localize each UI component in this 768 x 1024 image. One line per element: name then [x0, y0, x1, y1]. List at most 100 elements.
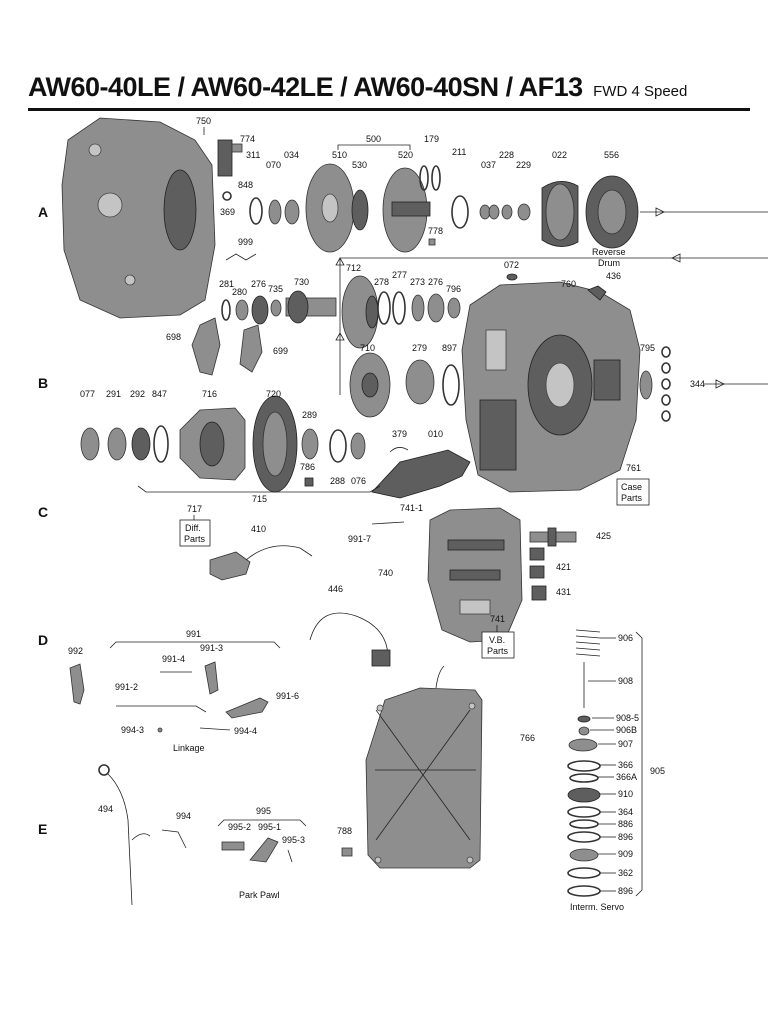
- part-label-425: 425: [596, 531, 611, 541]
- part-label-991-3: 991-3: [200, 643, 223, 653]
- part-label-991: 991: [186, 629, 201, 639]
- part-label-344: 344: [690, 379, 705, 389]
- part-label-795: 795: [640, 343, 655, 353]
- part-label-995-2: 995-2: [228, 822, 251, 832]
- part-label-500: 500: [366, 134, 381, 144]
- part-label-530: 530: [352, 160, 367, 170]
- differential-bearing-set-part: [80, 425, 169, 463]
- part-label-991-6: 991-6: [276, 691, 299, 701]
- part-label-431: 431: [556, 587, 571, 597]
- part-label-848: 848: [238, 180, 253, 190]
- part-label-896: 896: [618, 832, 633, 842]
- spring-wire-part: [225, 253, 257, 261]
- page-title: AW60-40LE / AW60-42LE / AW60-40SN / AF13…: [28, 72, 687, 103]
- part-label-715: 715: [252, 494, 267, 504]
- part-label-699: 699: [273, 346, 288, 356]
- part-label-076: 076: [351, 476, 366, 486]
- part-label-277: 277: [392, 270, 407, 280]
- part-label-279: 279: [412, 343, 427, 353]
- part-label-366a: 366A: [616, 772, 637, 782]
- caption-case-2: Parts: [621, 493, 643, 503]
- caption-park-pawl: Park Pawl: [239, 890, 280, 900]
- part-label-281: 281: [219, 279, 234, 289]
- clutch-parts-small: [479, 203, 531, 221]
- model-subtitle: FWD 4 Speed: [593, 83, 688, 100]
- side-bearing-set-part: [301, 428, 366, 463]
- drain-plug-part-788: [341, 847, 353, 857]
- row-label-c: C: [38, 504, 48, 520]
- seal-rings-part: [419, 165, 441, 191]
- brake-band-part: [541, 181, 579, 247]
- pawl-shaft-part: [221, 841, 245, 851]
- linkage-lever-part-991-3: [204, 661, 219, 695]
- part-label-311: 311: [246, 150, 260, 160]
- part-label-994-3: 994-3: [121, 725, 144, 735]
- part-label-910: 910: [618, 789, 633, 799]
- spring-clip-part-379: [389, 447, 409, 453]
- part-label-796: 796: [446, 284, 461, 294]
- part-label-992: 992: [68, 646, 83, 656]
- part-label-072: 072: [504, 260, 519, 270]
- differential-case-part: [179, 407, 246, 481]
- caption-diff-1: Diff.: [185, 523, 201, 533]
- o-ring-set-344: [661, 346, 671, 422]
- small-ring-set-part: [221, 295, 282, 325]
- reverse-drum-part: [585, 175, 639, 249]
- part-label-716: 716: [202, 389, 217, 399]
- detent-lever-part-992: [69, 663, 85, 705]
- valve-body-part: [427, 507, 523, 643]
- bracket-part-436: [587, 285, 607, 301]
- dipstick-tube-part-494: [98, 764, 151, 906]
- oil-strainer-part-010: [371, 449, 471, 499]
- part-label-735: 735: [268, 284, 283, 294]
- part-label-364: 364: [618, 807, 633, 817]
- part-label-278: 278: [374, 277, 389, 287]
- part-label-362: 362: [618, 868, 633, 878]
- row-label-e: E: [38, 821, 47, 837]
- part-label-909: 909: [618, 849, 633, 859]
- part-label-760: 760: [561, 279, 576, 289]
- small-bushing-part: [506, 273, 518, 281]
- part-label-847: 847: [152, 389, 167, 399]
- caption-diff-2: Parts: [184, 534, 206, 544]
- solenoid-pair-part-421: [529, 547, 545, 579]
- part-label-766: 766: [520, 733, 535, 743]
- part-label-229: 229: [516, 160, 531, 170]
- part-label-741-1: 741-1: [400, 503, 423, 513]
- seal-ring-part: [249, 197, 263, 225]
- part-label-720: 720: [266, 389, 281, 399]
- part-label-369: 369: [220, 207, 235, 217]
- part-label-994: 994: [176, 811, 191, 821]
- part-label-010: 010: [428, 429, 443, 439]
- part-label-446: 446: [328, 584, 343, 594]
- part-label-710: 710: [360, 343, 375, 353]
- bolt-part: [428, 238, 436, 246]
- part-label-292: 292: [130, 389, 145, 399]
- solenoid-part: [217, 139, 243, 177]
- title-rule: [28, 108, 750, 111]
- deflector-part-698: [191, 317, 221, 376]
- model-title: AW60-40LE / AW60-42LE / AW60-40SN / AF13: [28, 72, 583, 102]
- part-label-022: 022: [552, 150, 567, 160]
- pump-gear-part: [351, 189, 369, 231]
- part-label-228: 228: [499, 150, 514, 160]
- part-label-410: 410: [251, 524, 266, 534]
- pin-part-994-4: [199, 727, 231, 731]
- part-label-730: 730: [294, 277, 309, 287]
- part-label-276: 276: [251, 279, 266, 289]
- part-label-995-3: 995-3: [282, 835, 305, 845]
- part-label-276b: 276: [428, 277, 443, 287]
- part-label-034: 034: [284, 150, 299, 160]
- bearing-part-279: [405, 359, 435, 405]
- solenoid-part-431: [531, 585, 547, 601]
- bushing-part: [268, 199, 282, 225]
- clip-part-994-3: [157, 727, 163, 733]
- part-label-750: 750: [196, 116, 211, 126]
- o-ring-part: [222, 191, 232, 201]
- part-label-908-5: 908-5: [616, 713, 639, 723]
- caption-vb-1: V.B.: [489, 635, 505, 645]
- part-label-897: 897: [442, 343, 457, 353]
- part-label-379: 379: [392, 429, 407, 439]
- part-label-288: 288: [330, 476, 345, 486]
- row-label-d: D: [38, 632, 48, 648]
